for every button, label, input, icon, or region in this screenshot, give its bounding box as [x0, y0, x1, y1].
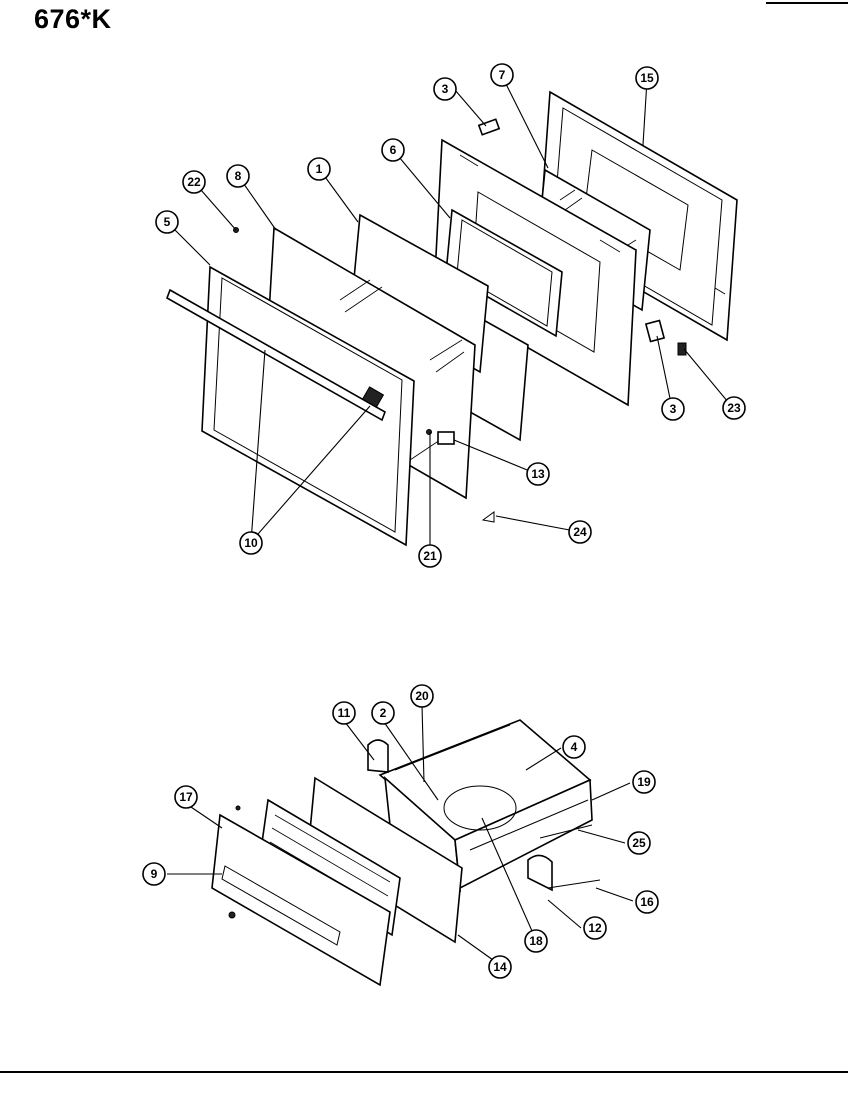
- callout-13: 13: [526, 462, 550, 486]
- callout-3-top: 3: [433, 77, 457, 101]
- svg-text:12: 12: [588, 921, 602, 935]
- part-drawer-bracket-right: [527, 854, 553, 892]
- svg-text:21: 21: [423, 549, 437, 563]
- callout-25: 25: [627, 831, 651, 855]
- svg-text:8: 8: [235, 169, 242, 183]
- callout-8: 8: [226, 164, 250, 188]
- callout-16: 16: [635, 890, 659, 914]
- part-screw-21: [426, 429, 432, 435]
- bottom-rule: [0, 1071, 848, 1073]
- svg-text:25: 25: [632, 836, 646, 850]
- svg-text:18: 18: [529, 934, 543, 948]
- callout-1: 1: [307, 157, 331, 181]
- svg-text:9: 9: [151, 867, 158, 881]
- svg-text:16: 16: [640, 895, 654, 909]
- callout-3-bottom: 3: [661, 397, 685, 421]
- svg-text:13: 13: [531, 467, 545, 481]
- callout-6: 6: [381, 138, 405, 162]
- drawer-assembly-illustration: [211, 719, 601, 987]
- door-assembly-illustration: [166, 90, 738, 547]
- callout-10: 10: [239, 531, 263, 555]
- part-clip-23: [677, 342, 687, 356]
- svg-text:3: 3: [670, 402, 677, 416]
- svg-text:6: 6: [390, 143, 397, 157]
- callout-22: 22: [182, 170, 206, 194]
- svg-text:5: 5: [164, 215, 171, 229]
- svg-text:15: 15: [640, 71, 654, 85]
- svg-text:4: 4: [571, 740, 578, 754]
- callout-23: 23: [722, 396, 746, 420]
- svg-text:19: 19: [637, 775, 651, 789]
- page-title: 676*K: [34, 4, 112, 34]
- svg-text:10: 10: [244, 536, 258, 550]
- callout-18: 18: [524, 929, 548, 953]
- callout-21: 21: [418, 544, 442, 568]
- callout-11: 11: [332, 701, 356, 725]
- callout-20: 20: [410, 684, 434, 708]
- callout-15: 15: [635, 66, 659, 90]
- part-door-front-frame: [201, 265, 415, 547]
- callout-2: 2: [371, 701, 395, 725]
- svg-text:1: 1: [316, 162, 323, 176]
- part-door-handle: [166, 288, 386, 422]
- callout-17: 17: [174, 785, 198, 809]
- svg-text:14: 14: [493, 960, 507, 974]
- svg-text:17: 17: [179, 790, 193, 804]
- svg-text:2: 2: [380, 706, 387, 720]
- part-hinge-bracket-bottom: [644, 319, 666, 343]
- callout-7: 7: [490, 63, 514, 87]
- part-window-frame: [445, 208, 563, 338]
- svg-text:3: 3: [442, 82, 449, 96]
- callout-19: 19: [632, 770, 656, 794]
- callout-24: 24: [568, 520, 592, 544]
- part-drawer-bracket-left: [367, 739, 389, 773]
- part-screw-24: [481, 511, 495, 523]
- part-rail-25: [539, 824, 593, 839]
- svg-text:24: 24: [573, 525, 587, 539]
- callout-9: 9: [142, 862, 166, 886]
- top-rule: [766, 2, 848, 4]
- callout-5: 5: [155, 210, 179, 234]
- part-drawer-front-panel: [211, 805, 391, 987]
- callout-12: 12: [583, 916, 607, 940]
- svg-text:7: 7: [499, 68, 506, 82]
- svg-text:11: 11: [338, 706, 351, 720]
- svg-text:23: 23: [727, 401, 741, 415]
- callout-4: 4: [562, 735, 586, 759]
- svg-text:22: 22: [187, 175, 201, 189]
- svg-text:20: 20: [415, 689, 429, 703]
- part-bracket-13: [437, 431, 455, 445]
- callout-14: 14: [488, 955, 512, 979]
- part-rail-16: [547, 879, 601, 889]
- part-hinge-bracket-top: [477, 118, 501, 136]
